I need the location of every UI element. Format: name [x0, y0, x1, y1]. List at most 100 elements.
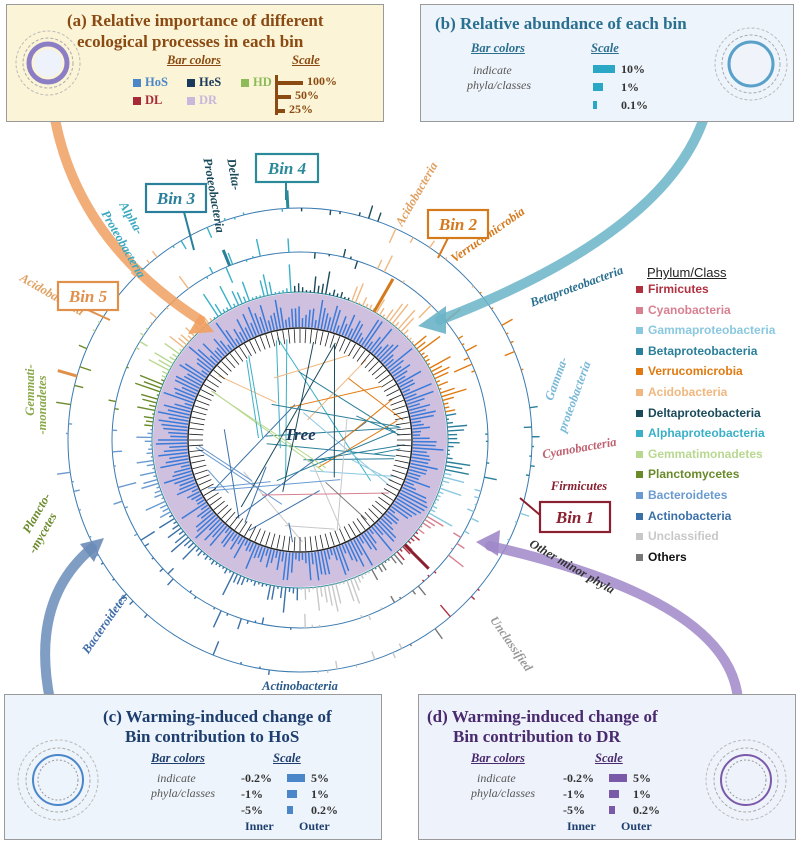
hos-bar: [250, 322, 257, 337]
hos-bar: [274, 299, 282, 329]
abundance-bar: [154, 352, 174, 365]
abundance-bar: [164, 342, 180, 355]
hos-bar: [408, 468, 427, 475]
abundance-bar: [399, 548, 403, 552]
legend-label: Verrucomicrobia: [648, 364, 743, 379]
abundance-bar: [408, 337, 412, 341]
dr-change-bar: [335, 660, 338, 670]
dr-change-bar: [519, 512, 530, 517]
abundance-bar: [347, 297, 350, 301]
process-label-hd: HD: [253, 75, 272, 89]
tree-leaf: [381, 379, 394, 388]
hos-bar: [368, 528, 374, 535]
hos-bar: [174, 403, 192, 410]
abundance-bar: [446, 461, 471, 467]
abundance-bar: [156, 394, 160, 397]
tree-leaf: [192, 410, 207, 416]
tree-leaf: [221, 361, 232, 372]
hos-bar: [344, 314, 356, 337]
hos-bar: [380, 344, 399, 363]
tree-leaf: [324, 332, 330, 347]
hos-bar: [405, 477, 431, 489]
abundance-bar: [447, 424, 468, 428]
tree-branch: [302, 412, 389, 485]
abundance-bar: [159, 511, 171, 519]
abundance-bar: [403, 329, 409, 335]
abundance-bar: [388, 303, 404, 323]
abundance-bar: [327, 585, 333, 606]
abundance-bar: [153, 475, 157, 478]
tree-branch: [218, 375, 277, 403]
hos-bar: [390, 505, 409, 520]
process-label-hes: HeS: [199, 75, 222, 89]
tree-branch: [211, 479, 341, 492]
hos-change-bar: [342, 248, 347, 258]
abundance-bar: [340, 291, 344, 298]
tree-branch: [276, 430, 396, 482]
hos-bar: [403, 483, 417, 491]
abundance-scale-bar-1: [593, 83, 603, 91]
bin-label-3: Bin 3: [144, 182, 208, 214]
hos-bar: [341, 323, 348, 336]
abundance-bar: [444, 472, 452, 476]
hos-bar: [350, 320, 361, 340]
dr-change-bar: [371, 651, 376, 660]
tree-leaf: [388, 479, 402, 486]
panel-a-bar-colors-label: Bar colors: [167, 53, 221, 67]
hos-bar: [371, 328, 393, 354]
abundance-bar: [219, 285, 233, 310]
tree-branch: [265, 427, 401, 437]
abundance-bar: [382, 314, 386, 318]
hos-change-bar: [159, 568, 164, 573]
tree-leaf: [276, 534, 281, 549]
abundance-bar: [354, 283, 364, 304]
tree-leaf: [378, 374, 391, 384]
panel-d-title-line2: Bin contribution to DR: [453, 727, 621, 746]
legend-swatch: [636, 409, 643, 417]
tree-leaf: [309, 329, 313, 344]
abundance-bar: [145, 500, 166, 511]
hos-change-bar: [139, 340, 148, 347]
panel-b-desc-line2: phyla/classes: [467, 78, 531, 92]
abundance-bar: [432, 366, 450, 376]
dr-change-bar: [56, 471, 71, 475]
scale-value-0: 100%: [307, 74, 337, 88]
abundance-bar: [346, 580, 355, 602]
hos-change-bar: [124, 506, 128, 509]
tree-leaf: [360, 515, 371, 527]
hos-change-bar: [140, 530, 156, 541]
tree-leaf: [189, 449, 204, 453]
ring-label: Firmicutes: [550, 479, 607, 493]
tree-leaf: [339, 338, 346, 352]
hos-bar: [265, 548, 269, 556]
tree-leaf: [194, 469, 208, 475]
hos-bar: [196, 362, 210, 373]
process-swatch-hd: [241, 79, 249, 87]
abundance-bar: [447, 429, 465, 432]
hos-bar: [213, 338, 228, 355]
hos-change-bar: [213, 607, 216, 610]
hos-bar: [282, 552, 288, 581]
ring-label: Actinobacteria: [261, 679, 338, 693]
tree-leaf: [282, 535, 286, 550]
abundance-bar: [142, 398, 157, 404]
tree-leaf: [239, 346, 248, 359]
bin-pointer: [183, 211, 195, 251]
panel-d-dr-change: (d) Warming-induced change of Bin contri…: [418, 694, 796, 840]
ring-bars: [56, 190, 540, 675]
hos-bar: [247, 306, 260, 335]
hos-bar: [275, 550, 279, 559]
hos-change-bar: [113, 500, 123, 505]
abundance-bar: [231, 290, 240, 306]
tree-branch: [341, 399, 393, 442]
abundance-bar: [170, 536, 189, 553]
hos-bar: [373, 524, 384, 536]
hos-change-bar: [377, 259, 383, 270]
hos-bar: [376, 522, 395, 542]
hos-bar: [382, 354, 394, 365]
hos-bar: [214, 350, 223, 359]
dr-change-bar: [242, 212, 245, 216]
abundance-bar: [218, 564, 222, 568]
abundance-bar: [251, 297, 254, 300]
abundance-bar: [438, 491, 444, 495]
